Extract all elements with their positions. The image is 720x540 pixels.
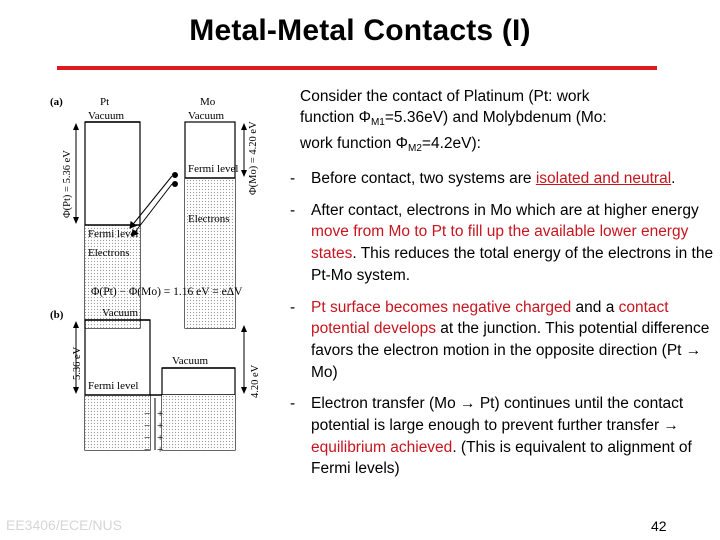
- bullet-highlight: contact potential develops: [311, 298, 669, 338]
- mo-wf-arrow-up: [241, 123, 247, 130]
- pt-electrons-region: [85, 225, 140, 328]
- bullet-text: .: [671, 170, 676, 187]
- mo-workfunction-label: Φ(Mo) = 4.20 eV: [248, 121, 259, 195]
- fermi-label-b: Fermi level: [88, 380, 138, 392]
- pt-electrons-region-b: [85, 395, 150, 450]
- bullet-text: Before contact, two systems are: [311, 170, 536, 187]
- bullet-text: and a: [571, 298, 619, 316]
- pt-wf-arrow-up: [73, 123, 79, 130]
- mo-wf-arrow-down: [241, 170, 247, 177]
- diagram-b: (b) Φ(Pt) − Φ(Mo) = 1.16 eV = eΔV Vacuum…: [50, 286, 261, 456]
- pt-label: Pt: [100, 96, 109, 108]
- mo-vacuum-label-b: Vacuum: [172, 355, 208, 367]
- intro-sub-m1: M1: [370, 117, 385, 128]
- intro-sub-m2: M2: [408, 143, 422, 154]
- bullet-highlight: move from Mo to Pt to fill up the availa…: [311, 223, 689, 263]
- bullet-highlight: isolated and neutral: [535, 170, 672, 187]
- mo-electrons-region-b: [162, 395, 235, 450]
- bullet-highlight: equilibrium achieved: [311, 438, 453, 456]
- arrow-icon: →: [685, 341, 702, 359]
- right-wf-arrow-down-b: [241, 387, 247, 394]
- mo-electrons-region: [185, 178, 235, 328]
- bullet-dash: -: [290, 298, 296, 316]
- intro-line-3a: work function Φ: [300, 135, 408, 152]
- intro-text: Consider the contact of Platinum (Pt: wo…: [300, 86, 700, 159]
- arrow-icon: →: [460, 395, 476, 413]
- title-underline: [57, 66, 657, 70]
- plus-sign-1: +: [157, 408, 163, 420]
- minus-sign-3: −: [144, 432, 150, 444]
- intro-line-2a: function Φ: [300, 109, 371, 126]
- diagram-a: (a) Pt Vacuum Fermi level Electrons Φ(Pt…: [50, 96, 259, 329]
- mo-fermi-label: Fermi level: [188, 163, 238, 175]
- plus-sign-3: +: [157, 432, 163, 444]
- arrow-icon: →: [663, 417, 679, 435]
- bullet-highlight: Pt surface becomes negative charged: [311, 298, 572, 316]
- intro-line-3b: =4.2eV):: [421, 135, 481, 152]
- bullet-text: Mo): [311, 363, 338, 381]
- bullet-item: - Before contact, two systems are isolat…: [290, 168, 715, 190]
- bullet-text: Electron transfer (Mo: [311, 395, 461, 413]
- bullet-item: - After contact, electrons in Mo which a…: [290, 200, 715, 287]
- plus-sign-4: +: [157, 444, 163, 456]
- minus-sign-2: −: [144, 420, 150, 432]
- mo-electrons-label: Electrons: [188, 213, 230, 225]
- bullet-item: - Pt surface becomes negative charged an…: [290, 297, 715, 384]
- bullet-text: Pt) continues until the contact potentia…: [311, 395, 684, 435]
- pt-electrons-label: Electrons: [88, 247, 130, 259]
- intro-line-2b: =5.36eV) and Molybdenum (Mo:: [384, 109, 607, 126]
- left-wf-arrow-up-b: [73, 321, 79, 328]
- intro-line-1: Consider the contact of Platinum (Pt: wo…: [300, 88, 590, 105]
- pt-vacuum-label: Vacuum: [88, 110, 124, 122]
- mo-label: Mo: [200, 96, 216, 108]
- transfer-arrow-2: [131, 183, 173, 237]
- left-wf-arrow-down-b: [73, 387, 79, 394]
- page-number: 42: [651, 518, 667, 534]
- pt-vacuum-label-b: Vacuum: [102, 307, 138, 319]
- pt-wf-arrow-down: [73, 217, 79, 224]
- bullet-text: . This reduces the total energy of the e…: [311, 245, 714, 284]
- right-wf-label-b: 4.20 eV: [250, 364, 261, 398]
- right-wf-arrow-up-b: [241, 325, 247, 332]
- bullet-dash: -: [290, 170, 296, 187]
- bullet-dash: -: [290, 395, 296, 413]
- bullet-text: at the junction. This potential differen…: [311, 320, 710, 359]
- contact-potential-label: Φ(Pt) − Φ(Mo) = 1.16 eV = eΔV: [91, 286, 243, 298]
- electron-dot-1: [172, 172, 178, 178]
- pt-fermi-label: Fermi level: [88, 228, 138, 240]
- pt-workfunction-label: Φ(Pt) = 5.36 eV: [62, 150, 73, 218]
- bullet-item: - Electron transfer (Mo → Pt) continues …: [290, 393, 715, 480]
- electron-dot-2: [172, 181, 178, 187]
- footer-course-code: EE3406/ECE/NUS: [6, 517, 122, 533]
- plus-sign-2: +: [157, 420, 163, 432]
- diagram-a-label: (a): [50, 96, 63, 108]
- minus-sign-1: −: [144, 408, 150, 420]
- band-diagram: (a) Pt Vacuum Fermi level Electrons Φ(Pt…: [50, 96, 261, 456]
- left-wf-label-b: 5.36 eV: [72, 346, 83, 380]
- bullet-text: . (This is equivalent to alignment of Fe…: [311, 438, 692, 478]
- diagram-b-label: (b): [50, 309, 64, 321]
- bullet-list: - Before contact, two systems are isolat…: [290, 168, 715, 490]
- slide-title: Metal-Metal Contacts (I): [189, 14, 531, 47]
- bullet-dash: -: [290, 201, 296, 219]
- transfer-arrow-1: [129, 175, 173, 229]
- mo-vacuum-label: Vacuum: [188, 110, 224, 122]
- minus-sign-4: −: [144, 444, 150, 456]
- bullet-text: After contact, electrons in Mo which are…: [311, 201, 699, 219]
